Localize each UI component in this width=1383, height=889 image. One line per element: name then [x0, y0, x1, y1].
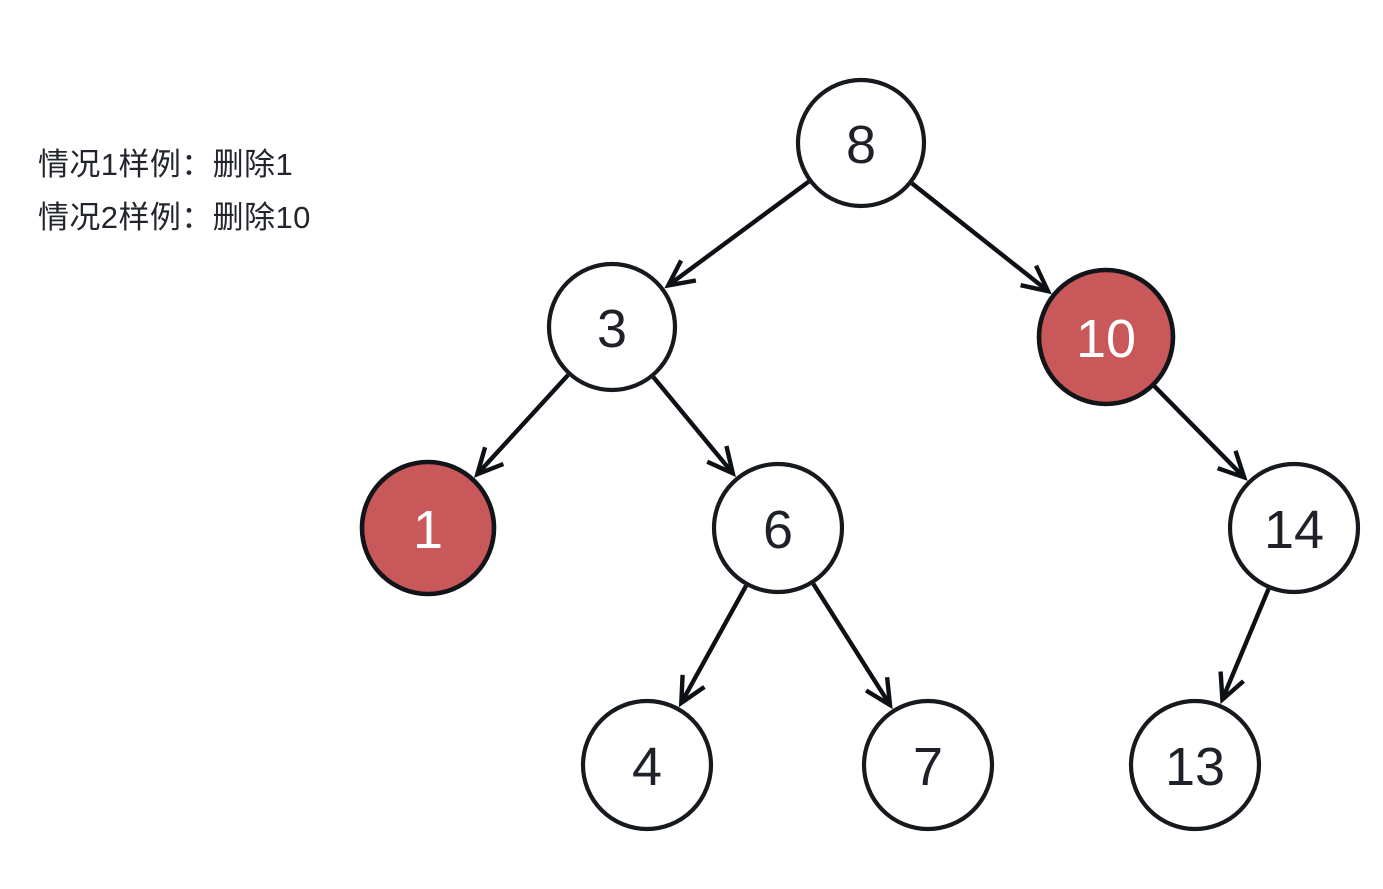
edge-line — [666, 179, 811, 288]
tree-node-1[interactable]: 1 — [359, 459, 497, 597]
arrowhead-icon — [864, 676, 893, 710]
arrowhead-icon — [706, 445, 736, 478]
tree-edge-3-to-6 — [651, 375, 736, 478]
arrowhead-icon — [664, 259, 697, 289]
node-circle[interactable] — [546, 261, 678, 393]
node-label: 1 — [413, 500, 443, 560]
tree-edge-10-to-14 — [1152, 384, 1248, 481]
edge-line — [811, 582, 892, 707]
node-circle[interactable] — [1128, 698, 1262, 832]
edge-line — [1220, 588, 1271, 701]
tree-edge-14-to-13 — [1218, 588, 1271, 705]
node-label: 4 — [632, 737, 662, 797]
tree-edge-6-to-4 — [678, 584, 748, 708]
edge-line — [679, 584, 748, 704]
arrowhead-icon — [678, 674, 706, 708]
tree-node-4[interactable]: 4 — [580, 698, 714, 832]
edge-line — [475, 373, 570, 476]
arrowhead-icon — [1216, 450, 1248, 481]
arrowhead-icon — [473, 446, 505, 478]
tree-edge-3-to-1 — [473, 373, 570, 478]
caption-line-case-2: 情况2样例：删除10 — [38, 200, 311, 235]
node-label: 3 — [597, 299, 627, 359]
node-label: 7 — [913, 737, 943, 797]
node-circle[interactable] — [795, 77, 927, 209]
edge-layer — [473, 179, 1271, 710]
tree-node-13[interactable]: 13 — [1128, 698, 1262, 832]
tree-node-10[interactable]: 10 — [1036, 267, 1176, 407]
node-label: 6 — [763, 500, 793, 560]
arrowhead-icon — [1020, 264, 1052, 295]
tree-node-6[interactable]: 6 — [711, 461, 845, 595]
tree-edge-8-to-10 — [910, 181, 1052, 295]
tree-edge-8-to-3 — [664, 179, 811, 289]
node-label: 14 — [1264, 500, 1324, 560]
tree-edge-6-to-7 — [811, 582, 893, 710]
tree-node-8[interactable]: 8 — [795, 77, 927, 209]
node-circle-highlighted[interactable] — [1036, 267, 1176, 407]
node-circle-highlighted[interactable] — [359, 459, 497, 597]
node-circle[interactable] — [1227, 461, 1361, 595]
tree-node-14[interactable]: 14 — [1227, 461, 1361, 595]
caption-line-case-1: 情况1样例：删除1 — [38, 147, 294, 182]
tree-node-7[interactable]: 7 — [861, 698, 995, 832]
node-label: 10 — [1076, 309, 1136, 369]
tree-node-3[interactable]: 3 — [546, 261, 678, 393]
edge-line — [651, 375, 735, 475]
caption-block: 情况1样例：删除1 情况2样例：删除10 — [38, 138, 558, 244]
edge-line — [1152, 384, 1246, 479]
node-label: 8 — [846, 115, 876, 175]
node-circle[interactable] — [711, 461, 845, 595]
node-layer: 8 3 10 1 6 14 4 7 13 — [359, 77, 1361, 832]
node-circle[interactable] — [580, 698, 714, 832]
node-circle[interactable] — [861, 698, 995, 832]
edge-line — [910, 181, 1050, 293]
arrowhead-icon — [1218, 671, 1245, 705]
node-label: 13 — [1165, 737, 1225, 797]
